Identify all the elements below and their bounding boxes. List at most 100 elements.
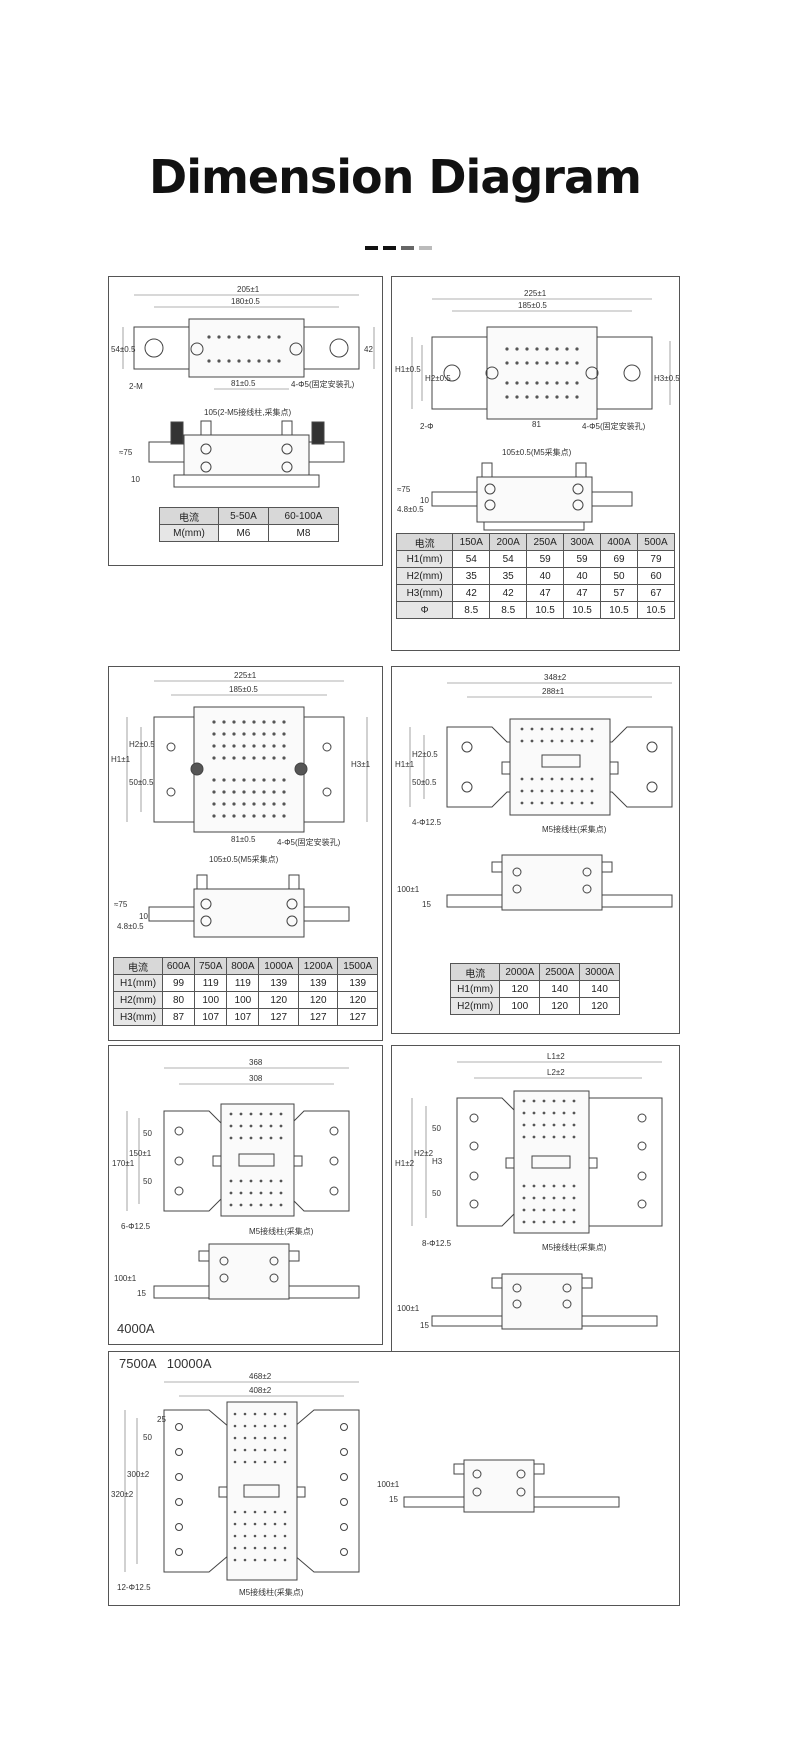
dim-sense: M5接线柱(采集点) (249, 1226, 314, 1236)
dim-h1: H1±0.5 (395, 365, 421, 374)
shunt-drawing-6000a: L1±2 L2±2 H1±2 H2±2 H3 50 50 8-Φ12.5 M5接… (395, 1052, 663, 1330)
table-cell: 150A (452, 533, 491, 551)
table-cell: 140 (539, 980, 581, 998)
table-cell: 54 (452, 550, 491, 568)
dim-height-right: 42 (364, 345, 373, 354)
dim-height: 54±0.5 (111, 345, 136, 354)
table-cell: 127 (337, 1008, 378, 1026)
table-cell: 100 (499, 997, 541, 1015)
dim-overall-height: ≈75 (397, 485, 411, 494)
table-cell: 2500A (539, 963, 581, 981)
dim-h3: 50 (143, 1129, 152, 1138)
dim-width-inner: 308 (249, 1074, 263, 1083)
dim-h2: 150±1 (129, 1149, 152, 1158)
accent-dash (365, 246, 378, 250)
dim-base-height: 15 (137, 1289, 146, 1298)
dim-holes: 4-Φ12.5 (412, 818, 442, 827)
dim-base: 81 (532, 420, 541, 429)
table-cell: 87 (161, 1008, 196, 1026)
panel-2000-3000a: 348±2 288±1 H1±1 H2±0.5 50±0.5 4-Φ12.5 M… (391, 666, 680, 1034)
table-cell: 35 (489, 567, 528, 585)
dim-width-inner: 185±0.5 (229, 685, 258, 694)
dim-h4: 50 (143, 1177, 152, 1186)
table-cell: 800A (226, 957, 260, 975)
table-cell: 47 (563, 584, 602, 602)
table-cell: H1(mm) (449, 980, 501, 998)
panel-600-1500a: 225±1 185±0.5 H1±1 H2±0.5 50±0.5 H3±1 81… (108, 666, 383, 1041)
table-cell: 电流 (449, 963, 501, 981)
dim-h2: H2±0.5 (129, 740, 155, 749)
dim-width-overall: L1±2 (547, 1052, 565, 1061)
dim-base-height: 10 (139, 912, 148, 921)
shunt-drawing-small: 205±1 180±0.5 54±0.5 42 2-M 81±0.5 4-Φ5(… (111, 285, 375, 488)
table-cell: 139 (258, 974, 299, 992)
dim-width-inner: 180±0.5 (231, 297, 260, 306)
table-cell: 107 (194, 1008, 228, 1026)
table-cell: 250A (526, 533, 565, 551)
dim-h5: 50 (432, 1189, 441, 1198)
table-cell: 54 (489, 550, 528, 568)
dim-width-inner: 185±0.5 (518, 301, 547, 310)
dim-h1: H1±2 (395, 1159, 415, 1168)
panel-5-100a: 205±1 180±0.5 54±0.5 42 2-M 81±0.5 4-Φ5(… (108, 276, 383, 566)
table-cell: 140 (579, 980, 620, 998)
dim-h2: H2±0.5 (412, 750, 438, 759)
side-view (446, 854, 673, 911)
dim-sense: M5接线柱(采集点) (239, 1587, 304, 1597)
table-cell: 57 (600, 584, 638, 602)
table-cell: 119 (226, 974, 260, 992)
dim-h2: H2±0.5 (425, 374, 451, 383)
dim-sense: M5接线柱(采集点) (542, 824, 607, 834)
dim-h1: 170±1 (112, 1159, 135, 1168)
model-label: 7500A 10000A (119, 1356, 212, 1371)
dim-mount: 4-Φ5(固定安装孔) (582, 421, 646, 431)
table-cell: 400A (600, 533, 638, 551)
table-cell: 42 (489, 584, 528, 602)
dim-width-inner: L2±2 (547, 1068, 565, 1077)
dim-mount: 4-Φ5(固定安装孔) (277, 837, 341, 847)
table-cell: 69 (600, 550, 638, 568)
table-cell: 100 (194, 991, 228, 1009)
dim-base-height: 15 (420, 1321, 429, 1330)
shunt-drawing-large: 225±1 185±0.5 H1±1 H2±0.5 50±0.5 H3±1 81… (111, 671, 371, 938)
side-view (148, 420, 345, 488)
shunt-drawing-4000a: 368 308 170±1 150±1 50 50 6-Φ12.5 M5接线柱(… (112, 1058, 360, 1300)
table-cell: 120 (579, 997, 620, 1015)
table-cell: 139 (297, 974, 339, 992)
dim-width-inner: 408±2 (249, 1386, 272, 1395)
table-cell: 40 (563, 567, 602, 585)
table-cell: 200A (489, 533, 528, 551)
dim-base-height: 15 (389, 1495, 398, 1504)
side-view (148, 874, 350, 938)
dim-width-overall: 368 (249, 1058, 263, 1067)
dim-h3: H3±0.5 (654, 374, 680, 383)
table-cell: 1000A (258, 957, 299, 975)
table-cell: 300A (563, 533, 602, 551)
dim-sense: 105±0.5(M5采集点) (209, 854, 279, 864)
table-cell: 120 (499, 980, 541, 998)
hole-pattern (522, 1099, 576, 1224)
dim-overall-height: 100±1 (397, 885, 420, 894)
page-title: Dimension Diagram (149, 150, 642, 204)
dim-h4: 50 (432, 1124, 441, 1133)
side-view (431, 1273, 658, 1330)
table-cell: 100 (226, 991, 260, 1009)
table-cell: H1(mm) (113, 974, 163, 992)
table-cell: 120 (539, 997, 581, 1015)
table-cell: 60 (636, 567, 676, 585)
shunt-drawing-medium: 225±1 185±0.5 H1±0.5 H2±0.5 H3±0.5 2-Φ 8… (395, 289, 680, 531)
hole-pattern (212, 720, 286, 818)
